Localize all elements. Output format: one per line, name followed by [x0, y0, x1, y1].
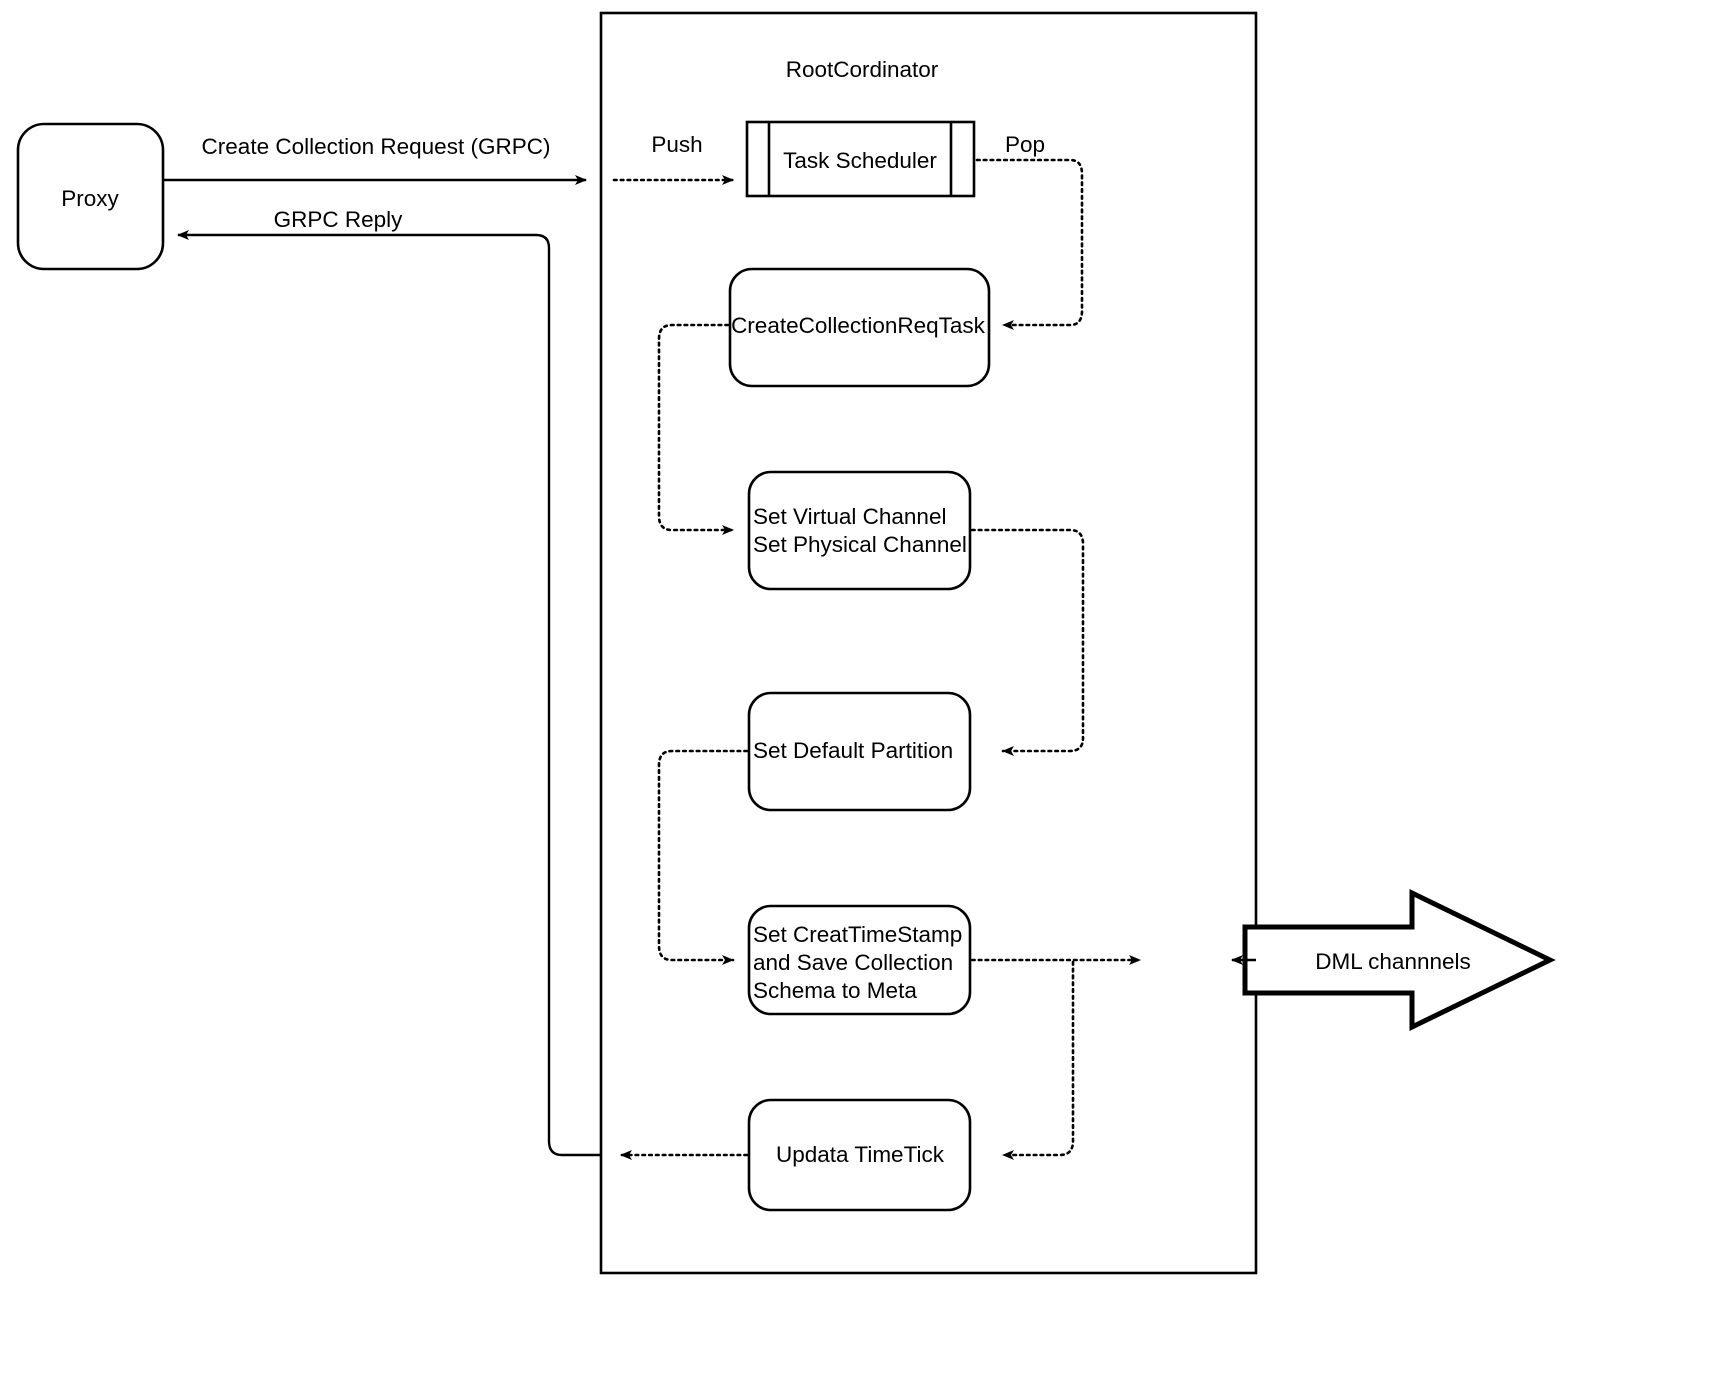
proxy-node-shape[interactable]: [16, 122, 165, 271]
rootcordinator-container: [599, 11, 1258, 1275]
rootcordinator-label: RootCordinator: [785, 57, 939, 82]
dml-channels-label: DML channnels: [1315, 949, 1471, 974]
set-create-timestamp-node-shape[interactable]: [747, 904, 972, 1016]
task-scheduler-node-shape[interactable]: [745, 120, 976, 198]
task-scheduler-node-label: Task Scheduler: [783, 148, 937, 173]
update-timetick-node-label: Updata TimeTick: [776, 1142, 944, 1167]
set-channel-node-label-line2: Set Physical Channel: [753, 532, 967, 557]
edge-task-to-set-channel: [657, 323, 735, 535]
edge-label-pop: Pop: [1004, 132, 1046, 157]
edge-set-channel-to-default-partition: [970, 528, 1085, 756]
edge-pop: [975, 158, 1084, 330]
dml-channels-arrow-shape: [1242, 889, 1556, 1031]
set-channel-node-label-line1: Set Virtual Channel: [753, 504, 947, 529]
edge-default-partition-to-create-timestamp: [657, 749, 749, 965]
create-collection-req-task-node-shape[interactable]: [728, 267, 991, 388]
edge-label-push: Push: [651, 132, 703, 157]
edge-label-grpc-reply: GRPC Reply: [273, 207, 403, 232]
set-create-timestamp-node-label-line2: and Save Collection: [753, 950, 954, 975]
set-default-partition-node-label: Set Default Partition: [753, 738, 954, 763]
set-create-timestamp-node-label-line1: Set CreatTimeStamp: [753, 922, 963, 947]
set-channel-node-shape[interactable]: [747, 470, 972, 591]
set-default-partition-node-shape[interactable]: [747, 691, 972, 812]
set-create-timestamp-node-label-line3: Schema to Meta: [753, 978, 917, 1003]
edge-grpc-reply: [177, 230, 601, 1157]
update-timetick-node-shape[interactable]: [747, 1098, 972, 1212]
proxy-node-label: Proxy: [61, 186, 119, 211]
edge-label-create-collection-request: Create Collection Request (GRPC): [201, 134, 551, 159]
create-collection-req-task-node-label: CreateCollectionReqTask: [731, 313, 985, 338]
edge-create-timestamp-to-update-timetick: [1001, 960, 1075, 1160]
